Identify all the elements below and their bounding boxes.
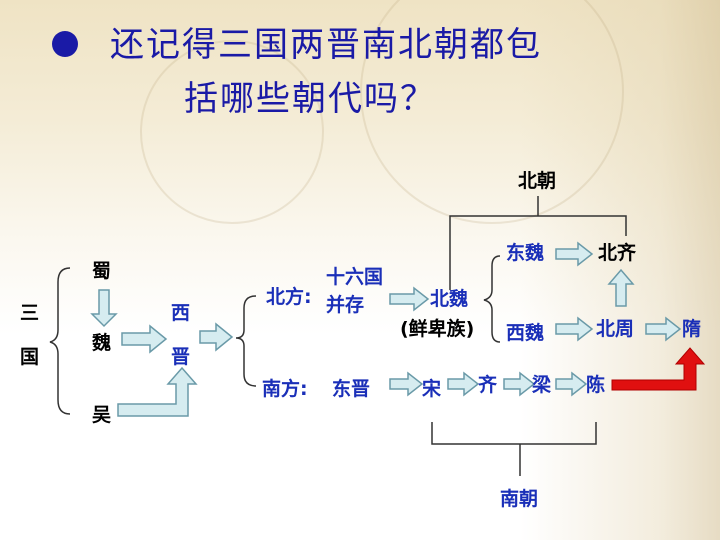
label-sanguo-2: 国 [20,346,40,368]
arrow-beizhou-sui [645,316,682,342]
arrow-dongwei-beiqi [555,241,594,267]
label-dongjin: 东晋 [332,378,371,400]
label-sixteen-2: 并存 [326,294,365,316]
label-qi: 齐 [478,374,498,396]
label-dongwei: 东魏 [506,242,545,264]
arrow-xiwei-beizhou [555,316,594,342]
background-swirl [140,40,324,224]
label-sanguo-1: 三 [20,302,40,324]
label-beiqi: 北齐 [598,242,637,264]
title-line-2: 括哪些朝代吗？ [184,79,436,119]
label-sixteen-1: 十六国 [326,266,384,288]
label-xijin-2: 晋 [171,346,191,368]
arrow-chen-sui [611,347,706,391]
nanchao-bracket [431,422,597,445]
label-chen: 陈 [586,374,606,396]
label-north: 北方: [266,286,312,308]
beiwei-brace [483,255,501,343]
arrow-shu-wei [90,289,118,328]
label-wu: 吴 [92,404,112,426]
arrow-qi-liang [503,371,536,397]
label-nanchao: 南朝 [500,488,539,510]
arrow-wei-xijin [121,324,168,354]
label-xiwei: 西魏 [506,322,545,344]
arrow-liang-chen [555,371,588,397]
fork-brace [235,295,257,387]
title-line-1: 还记得三国两晋南北朝都包 [110,25,542,65]
arrow-beizhou-beiqi [607,268,635,307]
label-xijin-1: 西 [171,302,191,324]
sanguo-brace [49,267,71,415]
label-south: 南方: [262,378,308,400]
label-shu: 蜀 [92,260,112,282]
label-beizhou: 北周 [596,318,635,340]
label-beichao: 北朝 [518,170,557,192]
arrow-xijin-fork [199,322,234,352]
arrow-dongjin-song [389,371,424,397]
label-beiwei: 北魏 [430,288,469,310]
label-sui: 隋 [682,318,702,340]
label-xianbei: (鲜卑族) [400,318,475,340]
arrow-wu-xijin [117,366,198,417]
label-song: 宋 [422,378,442,400]
arrow-song-qi [447,371,480,397]
arrow-sixteen-beiwei [389,286,430,312]
label-liang: 梁 [532,374,552,396]
label-wei: 魏 [92,332,112,354]
bullet-icon [52,31,78,57]
slide-title: 还记得三国两晋南北朝都包 括哪些朝代吗？ [110,18,670,126]
